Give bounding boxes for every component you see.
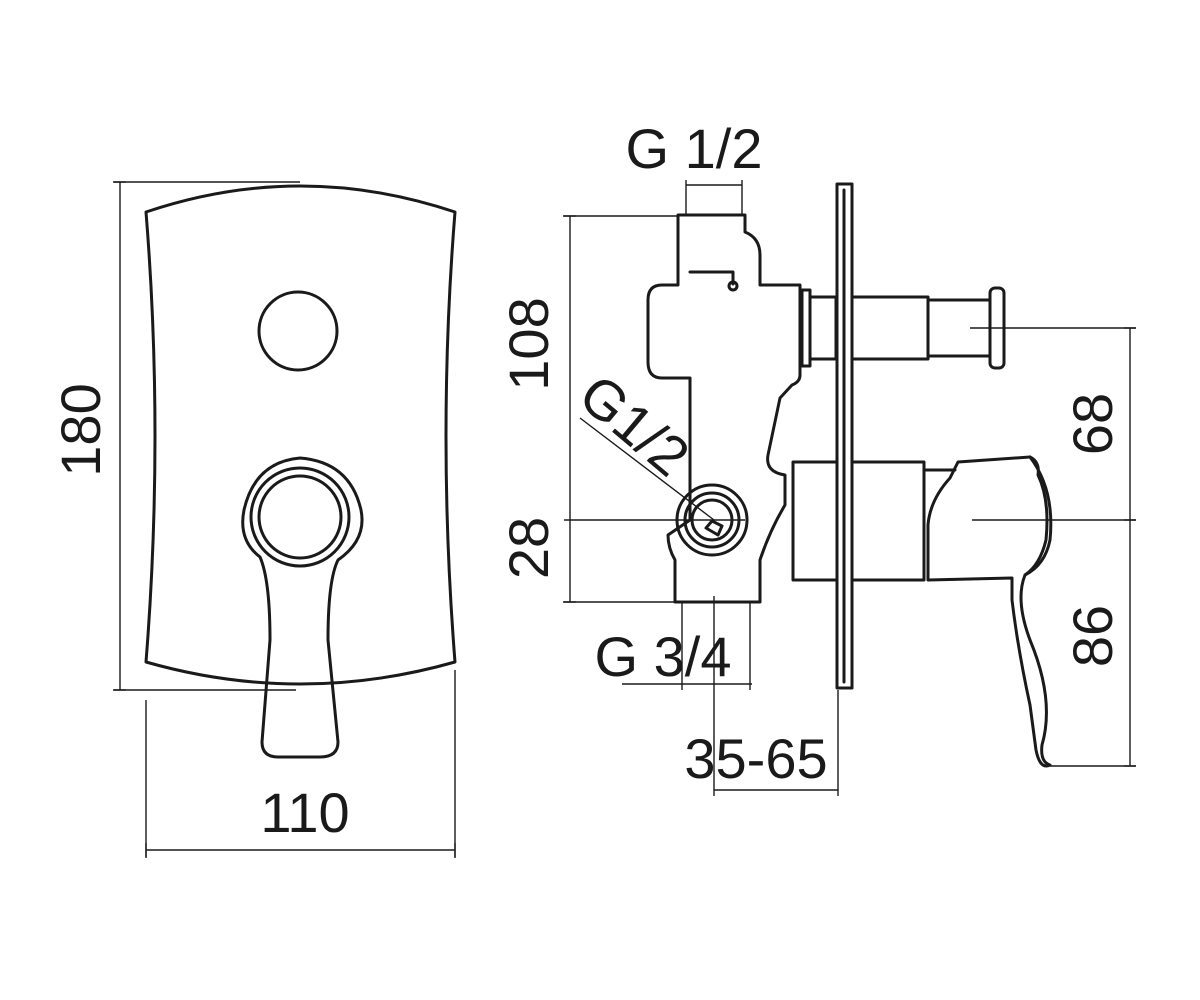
lever-side-edge [1023,455,1053,577]
dim-outlet-bottom: G 3/4 [595,625,732,688]
dim-spout-to-axis: 68 [1061,393,1124,455]
dim-body-height: 108 [497,297,560,390]
body-marker-hole [727,280,739,292]
front-dimension-lines [113,181,456,858]
dim-inlet-top: G 1/2 [626,117,763,180]
dim-outlet-offset: 28 [497,517,560,579]
dim-front-height: 180 [49,383,112,476]
dim-front-width: 110 [260,781,349,844]
body-marker [688,270,735,286]
cartridge-housing [791,460,957,582]
diverter-knob [257,290,339,372]
lever-handle [241,456,364,759]
dim-wall-depth: 35-65 [684,727,827,790]
cover-plate [144,184,457,686]
diverter-stem [800,286,1006,370]
lever-side-profile [926,455,1052,768]
side-dimension-lines [563,180,1136,796]
side-view: G 1/2 108 G1/2 28 G 3/4 35-65 68 86 [497,117,1136,796]
dim-lever-drop: 86 [1061,605,1124,667]
valve-body [646,213,802,604]
dim-side-outlet: G1/2 [568,362,701,488]
front-view: 180 110 [49,181,457,858]
